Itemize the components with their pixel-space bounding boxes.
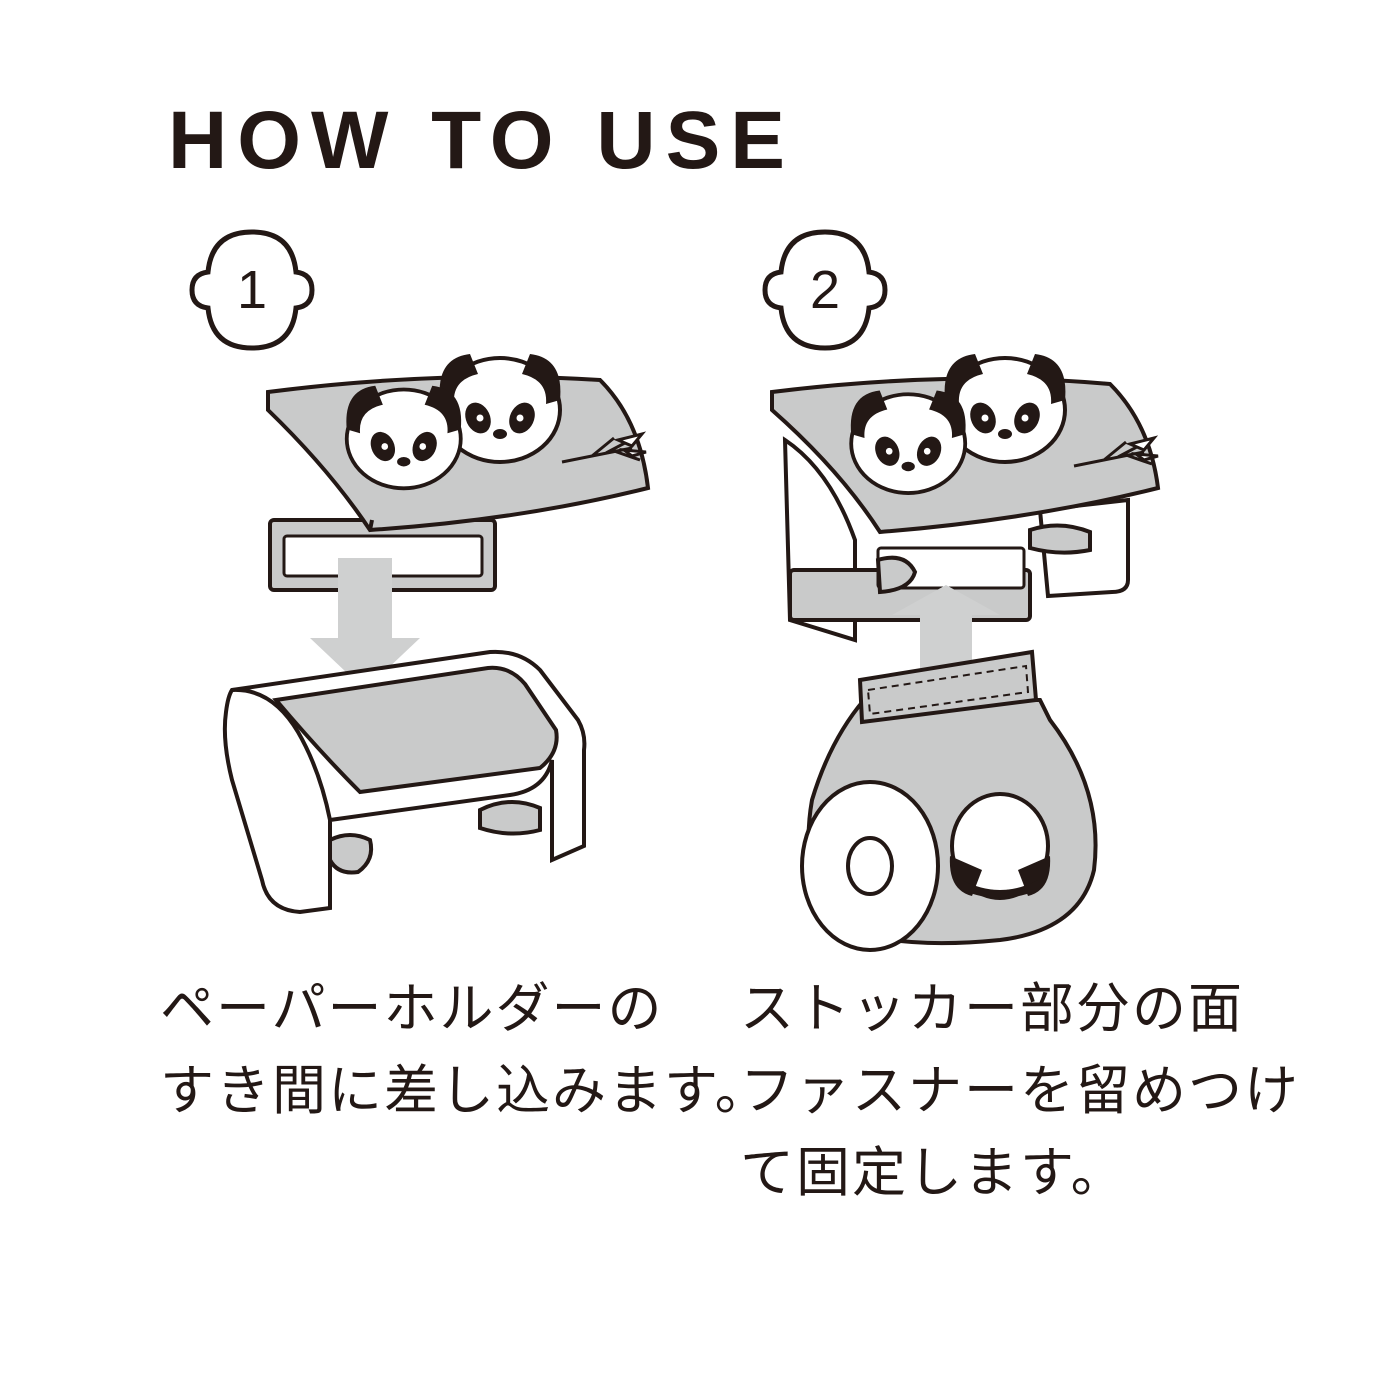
paper-holder [222,649,587,915]
cover-with-pandas-1 [266,352,651,592]
step-2-line-1: ストッカー部分の面 [740,977,1244,1040]
step-1-line-2: すき間に差し込みます。 [160,1059,771,1122]
stocker [800,649,1098,952]
step-1-number: 1 [237,260,267,320]
step-2-instruction: ストッカー部分の面 ファスナーを留めつけ て固定します。 [740,968,1300,1214]
step-2-badge: 2 [762,229,888,351]
toilet-paper-roll [800,780,940,952]
page-title: HOW TO USE [168,95,795,186]
step-2-illustration: 2 [762,229,1161,952]
down-arrow-icon [310,558,420,690]
up-arrow-icon [892,585,1000,700]
step-1-illustration: 1 [189,229,651,915]
step-1-line-1: ペーパーホルダーの [160,977,664,1040]
step-2-line-3: て固定します。 [740,1141,1127,1204]
step-1-badge: 1 [189,229,315,351]
step-1-instruction: ペーパーホルダーの すき間に差し込みます。 [160,968,771,1132]
step-2-number: 2 [810,260,840,320]
panda-peek [949,792,1051,900]
step-2-line-2: ファスナーを留めつけ [740,1059,1300,1122]
holder-with-cover [770,352,1161,643]
